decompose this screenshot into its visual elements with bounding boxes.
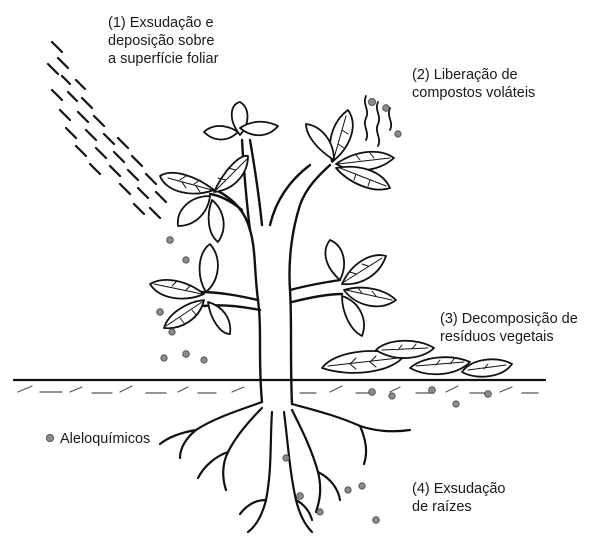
label-root-exudation: (4) Exsudação de raízes [412, 480, 506, 516]
label-volatile-release: (2) Liberação de compostos voláteis [412, 66, 535, 102]
legend-allelochemicals: Aleloquímicos [60, 430, 150, 448]
label-residue-decomposition: (3) Decomposição de resíduos vegetais [440, 310, 578, 346]
rain-dashes [48, 42, 166, 218]
allelochemical-particles [46, 98, 491, 523]
leaves [150, 102, 396, 336]
leaf-litter [322, 341, 512, 377]
label-leaf-exudation: (1) Exsudação e deposição sobre a superf… [108, 14, 218, 68]
roots [160, 402, 410, 532]
soil-texture [18, 386, 538, 393]
